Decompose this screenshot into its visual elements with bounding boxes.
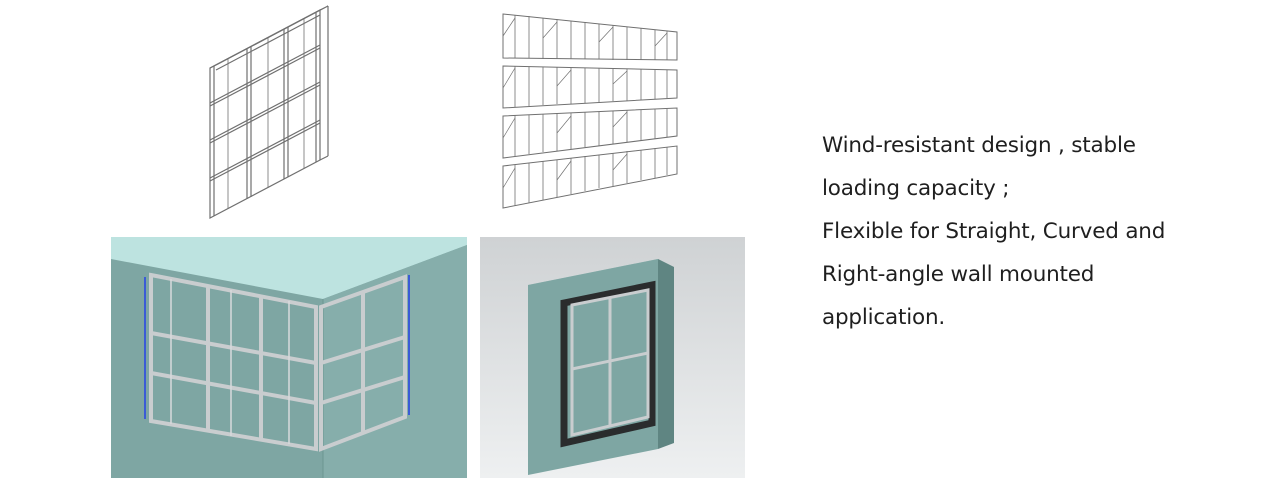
description-line-5: application.: [822, 305, 946, 330]
flat-wall-mounted-frame-render: [480, 237, 745, 478]
description-line-1: Wind-resistant design , stable: [822, 133, 1136, 158]
steel-frame-isometric-wireframe: [190, 0, 340, 225]
description-text: Wind-resistant design , stable loading c…: [822, 124, 1262, 339]
description-line-2: loading capacity ;: [822, 176, 1010, 201]
description-line-4: Right-angle wall mounted: [822, 262, 1095, 287]
description-line-3: Flexible for Straight, Curved and: [822, 219, 1166, 244]
corner-wall-mounted-frame-render: [111, 237, 467, 478]
steel-truss-frame-wireframe: [495, 8, 685, 216]
